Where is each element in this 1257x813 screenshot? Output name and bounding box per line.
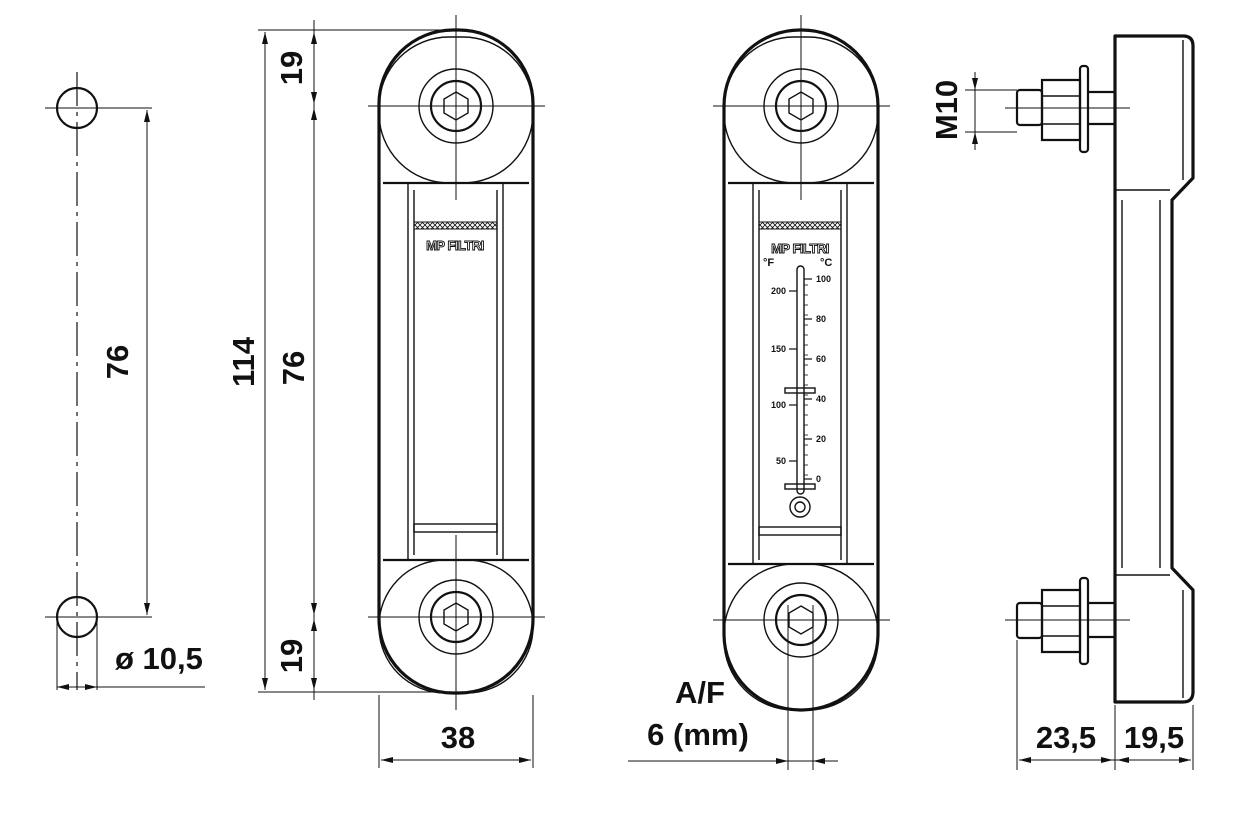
- fahrenheit-unit: °F: [763, 257, 774, 269]
- top-bolt: [1015, 64, 1115, 154]
- knurled-band: [413, 221, 498, 230]
- celsius-unit: °C: [820, 257, 832, 269]
- front-view-thermometer: MP FILTRI °F °C 10080604020020015010050 …: [628, 15, 890, 770]
- bottom-bolt: [1015, 576, 1115, 666]
- celsius-tick-label: 0: [816, 474, 821, 484]
- hole-pattern-view: 76 ø 10,5: [45, 72, 205, 690]
- window-length-label: 76: [276, 351, 311, 385]
- brand-logo: MP FILTRI: [771, 241, 829, 256]
- fahrenheit-tick-label: 200: [771, 286, 786, 296]
- brand-logo: MP FILTRI: [426, 238, 484, 253]
- bottom-cap-label: 19: [274, 639, 309, 673]
- projection-label: 23,5: [1036, 720, 1096, 755]
- depth-label: 19,5: [1124, 720, 1184, 755]
- celsius-tick-label: 20: [816, 434, 826, 444]
- celsius-tick-label: 80: [816, 314, 826, 324]
- fahrenheit-tick-label: 100: [771, 400, 786, 410]
- side-view: M10 23,5 19,5: [929, 34, 1195, 770]
- width-label: 38: [441, 720, 475, 755]
- celsius-tick-label: 100: [816, 274, 831, 284]
- thermometer-bulb: [789, 496, 811, 518]
- hex-label-size: 6 (mm): [647, 717, 749, 752]
- thermometer-tube: [796, 265, 805, 495]
- top-cap-label: 19: [274, 51, 309, 85]
- spacing-label: 76: [100, 345, 135, 379]
- celsius-tick-label: 60: [816, 354, 826, 364]
- thread-label: M10: [929, 80, 964, 140]
- front-view-plain: MP FILTRI 19 114 76 19 38: [226, 15, 545, 768]
- celsius-tick-label: 40: [816, 394, 826, 404]
- total-length-label: 114: [226, 336, 261, 387]
- side-body-outline: [1113, 34, 1195, 704]
- hex-label-af: A/F: [675, 675, 725, 710]
- fahrenheit-tick-label: 50: [776, 456, 786, 466]
- knurled-band: [758, 221, 842, 230]
- fahrenheit-tick-label: 150: [771, 344, 786, 354]
- hole-diameter-label: ø 10,5: [115, 641, 203, 676]
